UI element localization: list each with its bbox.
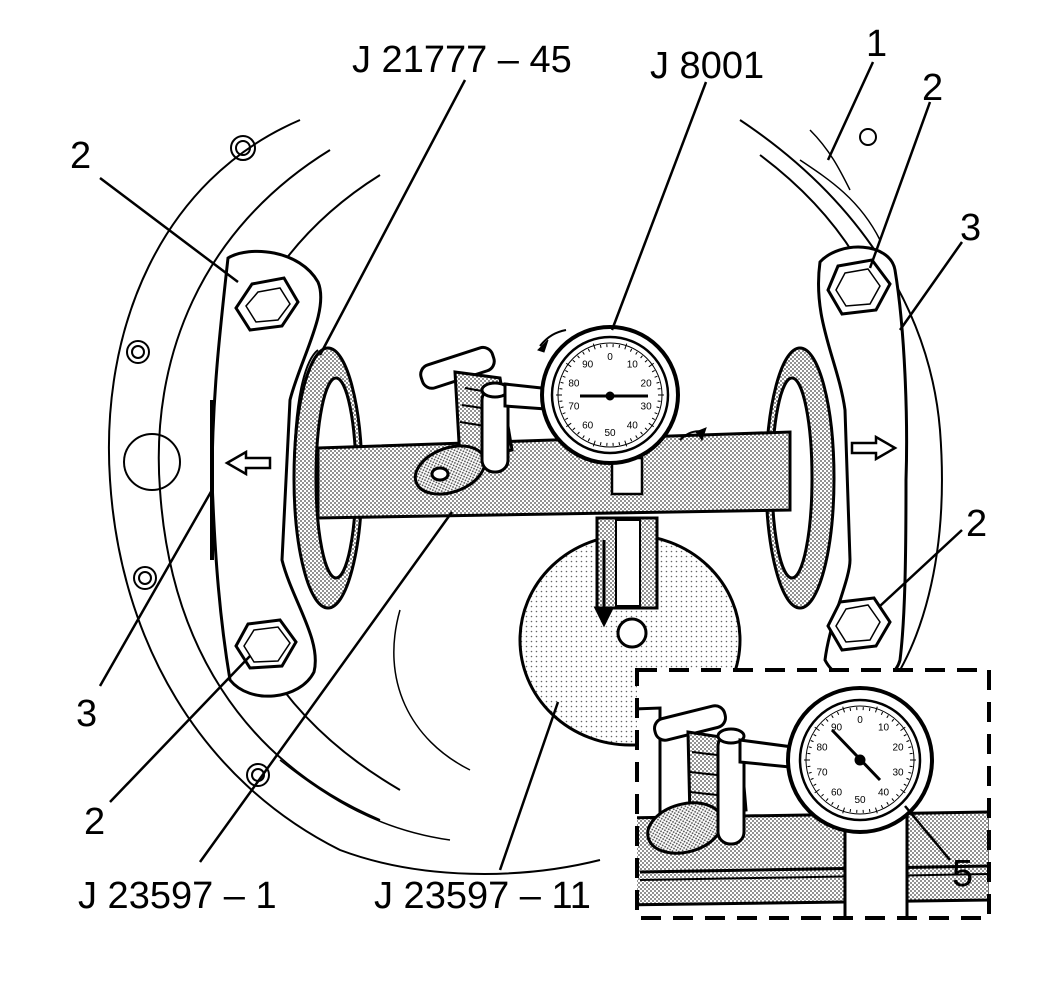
label-ref-2-mid-right: 2 bbox=[966, 503, 987, 545]
dial-number: 60 bbox=[831, 787, 843, 798]
dial-number: 40 bbox=[627, 421, 639, 432]
dial-tick bbox=[869, 708, 870, 711]
dial-number: 50 bbox=[604, 428, 616, 439]
dial-number: 40 bbox=[878, 787, 890, 798]
label-ref-3-right: 3 bbox=[960, 207, 981, 249]
dial-number: 70 bbox=[816, 767, 828, 778]
dial-number: 10 bbox=[627, 359, 639, 370]
label-j23597-11: J 23597 – 11 bbox=[374, 875, 591, 917]
label-ref-2-top-left: 2 bbox=[70, 135, 91, 177]
label-j21777-45: J 21777 – 45 bbox=[352, 39, 572, 81]
dial-number: 0 bbox=[607, 352, 613, 363]
dial-number: 30 bbox=[641, 402, 653, 413]
dial-tick bbox=[869, 809, 870, 812]
dial-number: 70 bbox=[568, 402, 580, 413]
dial-number: 10 bbox=[878, 723, 890, 734]
dial-number: 80 bbox=[568, 378, 580, 389]
dial-tick bbox=[619, 345, 620, 348]
label-ref-1: 1 bbox=[866, 23, 887, 65]
dial-tick bbox=[619, 442, 620, 445]
label-j23597-1: J 23597 – 1 bbox=[78, 875, 277, 917]
dial-tick bbox=[850, 708, 851, 711]
dial-number: 90 bbox=[582, 359, 594, 370]
dial-number: 60 bbox=[582, 421, 594, 432]
label-ref-2-top-right: 2 bbox=[922, 67, 943, 109]
label-ref-5: 5 bbox=[952, 853, 973, 895]
dial-tick bbox=[850, 809, 851, 812]
dial-tick bbox=[600, 345, 601, 348]
dial-number: 20 bbox=[892, 743, 904, 754]
dial-tick bbox=[600, 442, 601, 445]
label-j8001: J 8001 bbox=[650, 45, 764, 87]
gauge-bar bbox=[318, 432, 790, 518]
dial-number: 90 bbox=[831, 723, 843, 734]
dial-number: 20 bbox=[641, 378, 653, 389]
dial-number: 50 bbox=[854, 795, 866, 806]
dial-number: 80 bbox=[816, 743, 828, 754]
dial-number: 30 bbox=[892, 767, 904, 778]
label-ref-2-bottom-left: 2 bbox=[84, 801, 105, 843]
dial-number: 0 bbox=[857, 715, 863, 726]
label-ref-3-left: 3 bbox=[76, 693, 97, 735]
